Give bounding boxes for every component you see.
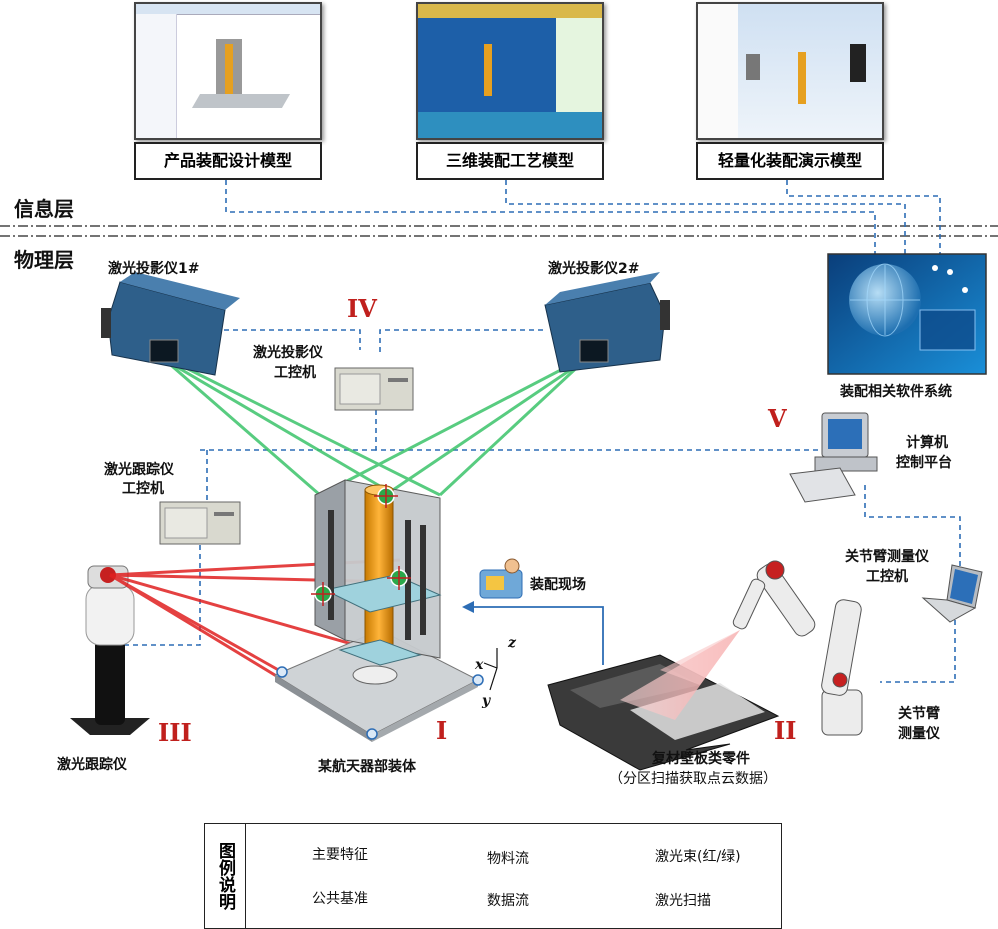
- legend-box: 图例说明: [204, 823, 782, 929]
- articulated-arm-device: [732, 560, 863, 736]
- composite-part-label-line1: 复材壁板类零件: [652, 751, 750, 767]
- green-laser-beams: [164, 358, 587, 497]
- laser-projector-1-device: [101, 272, 240, 376]
- arm-ipc-laptop-device: [921, 564, 983, 623]
- tracker-ipc-label-line1: 激光跟踪仪: [104, 462, 174, 478]
- computer-label-line1: 计算机: [906, 435, 948, 451]
- arm-label-line2: 测量仪: [898, 726, 940, 742]
- coordinate-axes: [483, 648, 498, 691]
- assembly-site-icon: [479, 558, 523, 599]
- axis-z-label: z: [508, 635, 516, 651]
- tracker-ipc-label-line2: 工控机: [122, 481, 164, 497]
- projector-ipc-label-line1: 激光投影仪: [253, 345, 323, 361]
- material-flow-arrow: [462, 601, 604, 665]
- lightweight-model-label: 轻量化装配演示模型: [696, 142, 884, 180]
- common-datum-markers: [276, 666, 484, 740]
- projector-ipc-device: [334, 367, 414, 411]
- process-model-screenshot: [416, 2, 604, 140]
- legend-common-datum-label: 公共基准: [312, 891, 368, 907]
- projector-2-label: 激光投影仪2#: [548, 261, 640, 277]
- tracker-label: 激光跟踪仪: [57, 757, 127, 773]
- laser-tracker-device: [70, 565, 150, 735]
- roman-numeral-I: I: [436, 716, 448, 745]
- arm-label-line1: 关节臂: [898, 706, 940, 722]
- data-flow-lines: [110, 180, 961, 683]
- legend-main-feature-label: 主要特征: [312, 847, 368, 863]
- arm-ipc-label-line2: 工控机: [866, 569, 908, 585]
- roman-numeral-III: III: [158, 718, 192, 747]
- computer-label-line2: 控制平台: [896, 455, 952, 471]
- projector-1-label: 激光投影仪1#: [108, 261, 200, 277]
- design-model-label: 产品装配设计模型: [134, 142, 322, 180]
- laser-projector-2-device: [544, 272, 670, 373]
- info-layer-label: 信息层: [14, 197, 74, 221]
- software-system-screen: [827, 253, 987, 375]
- axis-y-label: y: [482, 693, 491, 709]
- legend-title: 图例说明: [205, 824, 246, 928]
- main-feature-markers: [311, 484, 411, 606]
- design-model-screenshot: [134, 2, 322, 140]
- composite-part-label-line2: （分区扫描获取点云数据）: [609, 771, 777, 787]
- roman-numeral-II: II: [774, 716, 797, 745]
- legend-laser-scan-label: 激光扫描: [655, 893, 711, 909]
- process-model-label: 三维装配工艺模型: [416, 142, 604, 180]
- software-system-label: 装配相关软件系统: [840, 384, 952, 400]
- tracker-ipc-device: [159, 501, 241, 545]
- arm-ipc-label-line1: 关节臂测量仪: [845, 549, 929, 565]
- composite-panel-part: [547, 630, 780, 771]
- physical-layer-label: 物理层: [14, 248, 74, 272]
- axis-x-label: x: [475, 657, 484, 673]
- spacecraft-label: 某航天器部装体: [318, 759, 416, 775]
- spacecraft-assembly: [273, 479, 480, 742]
- legend-data-flow-label: 数据流: [487, 893, 529, 909]
- legend-material-flow-label: 物料流: [487, 851, 529, 867]
- projector-ipc-label-line2: 工控机: [274, 365, 316, 381]
- roman-numeral-IV: IV: [347, 294, 377, 323]
- legend-laser-beam-label: 激光束(红/绿): [655, 849, 741, 865]
- roman-numeral-V: V: [768, 404, 787, 433]
- assembly-site-label: 装配现场: [530, 577, 586, 593]
- computer-control-platform-device: [789, 412, 878, 503]
- lightweight-model-screenshot: [696, 2, 884, 140]
